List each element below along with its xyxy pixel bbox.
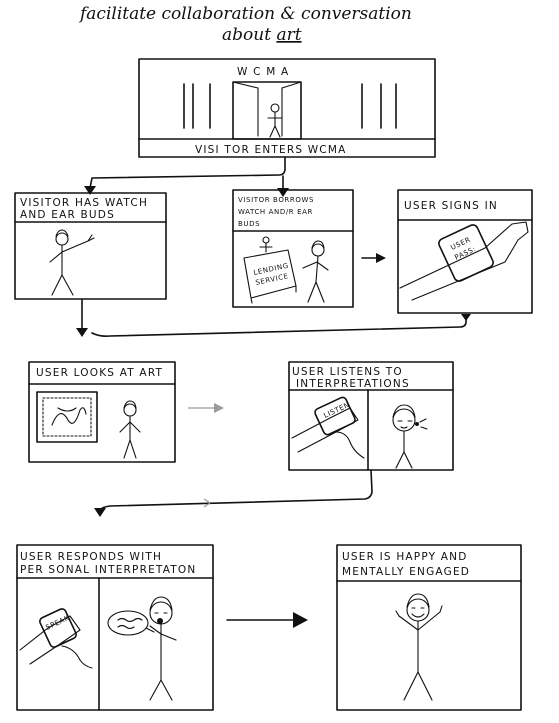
panel-has-watch-label-1: VISITOR HAS WATCH <box>20 197 148 209</box>
panel-looks-label: USER LOOKS AT ART <box>36 367 163 379</box>
panel-has-watch-label-2: AND EAR BUDS <box>20 209 115 221</box>
panel-borrows: VISITOR BORROWS WATCH AND/R EAR BUDS LEN… <box>233 190 353 307</box>
panel-responds-label-2: PER SONAL INTERPRETATON <box>20 564 196 576</box>
arrow-icon <box>376 253 386 263</box>
arrow-responds-to-happy <box>227 612 308 628</box>
panel-borrows-label-3: BUDS <box>238 220 260 228</box>
watch-icon: SPEAK <box>20 608 92 668</box>
stick-figure-icon <box>268 104 282 137</box>
earbud-icon <box>415 419 427 429</box>
panel-borrows-label-2: WATCH AND/R EAR <box>238 208 313 216</box>
panel-responds-label-1: USER RESPONDS WITH <box>20 551 162 563</box>
panel-happy-label-1: USER IS HAPPY AND <box>342 551 468 563</box>
panel-listens-label-2: INTERPRETATIONS <box>296 378 410 390</box>
stick-figure-icon <box>396 594 442 700</box>
title-line-2: about art <box>222 25 302 45</box>
stick-figure-icon <box>393 405 427 468</box>
panel-listens: USER LISTENS TO INTERPRETATIONS LISTEN <box>289 362 453 470</box>
flow-arrows-top <box>84 157 289 197</box>
arm-with-watch: USER PASS: <box>400 222 528 300</box>
panel-looks-at-art: USER LOOKS AT ART <box>29 362 175 462</box>
arrow-icon <box>461 314 471 321</box>
panel-responds: USER RESPONDS WITH PER SONAL INTERPRETAT… <box>17 545 213 710</box>
panel-happy-label-2: MENTALLY ENGAGED <box>342 566 470 578</box>
flow-arrows-mid-1 <box>76 300 471 337</box>
panel-borrows-label-1: VISITOR BORROWS <box>238 196 314 204</box>
stick-figure-icon <box>303 241 328 302</box>
watch-icon: LISTEN <box>292 396 358 452</box>
museum-entrance-panel: W C M A VISI TOR ENTERS WCMA <box>139 59 435 157</box>
arrow-icon <box>214 403 224 413</box>
watch-icon: USER PASS: <box>437 223 495 282</box>
stick-figure-icon <box>150 597 176 700</box>
lending-desk: LENDING SERVICE <box>244 237 296 303</box>
panel-happy: USER IS HAPPY AND MENTALLY ENGAGED <box>337 545 521 710</box>
stick-figure-icon <box>50 230 94 295</box>
title-line-2-prefix: about <box>222 25 276 45</box>
museum-sign: W C M A <box>237 66 289 78</box>
flow-arrows-mid-2 <box>94 470 372 517</box>
arrow-icon <box>94 508 106 517</box>
arrow-borrows-to-signin <box>362 253 386 263</box>
painting-icon <box>37 392 97 442</box>
hand-tap <box>336 432 364 458</box>
title-line-2-emphasis: art <box>276 25 301 45</box>
title-line-1: facilitate collaboration & conversation <box>78 4 412 24</box>
panel-signs-in-label: USER SIGNS IN <box>404 200 498 212</box>
door-icon <box>233 82 301 139</box>
panel-signs-in: USER SIGNS IN USER PASS: <box>398 190 532 313</box>
arrow-looks-to-listens <box>188 403 224 413</box>
stick-figure-icon <box>120 401 140 458</box>
arrow-icon <box>293 612 308 628</box>
speech-bubble-icon <box>108 611 154 635</box>
museum-caption: VISI TOR ENTERS WCMA <box>195 144 346 156</box>
panel-has-watch: VISITOR HAS WATCH AND EAR BUDS <box>15 193 166 299</box>
arrow-icon <box>76 328 88 337</box>
speak-watch-label: SPEAK <box>44 614 70 632</box>
panel-listens-label-1: USER LISTENS TO <box>292 366 403 378</box>
